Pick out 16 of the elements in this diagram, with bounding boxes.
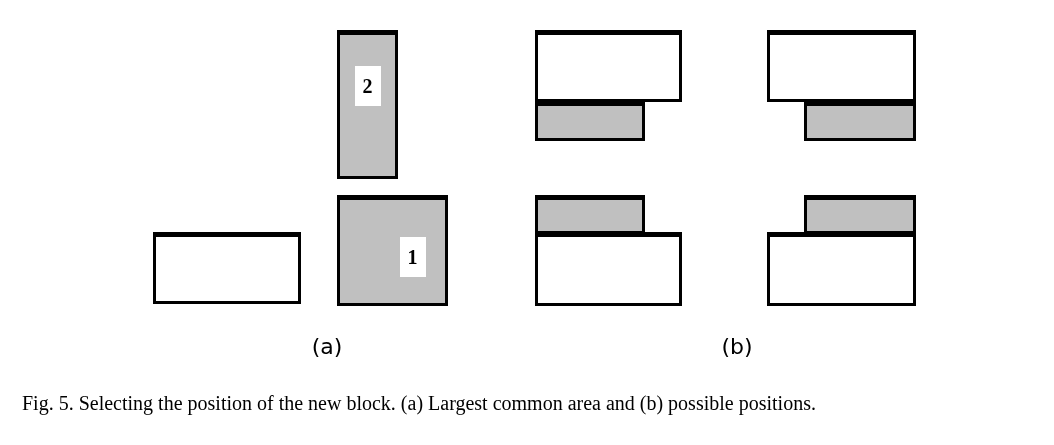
block-rect bbox=[337, 195, 448, 306]
block-rect bbox=[767, 30, 916, 102]
block-rect bbox=[767, 232, 916, 306]
block-rect bbox=[535, 101, 645, 141]
block-rect bbox=[153, 232, 301, 304]
block-number: 2 bbox=[354, 65, 381, 106]
block-number: 1 bbox=[399, 236, 426, 277]
block-rect bbox=[535, 232, 682, 306]
block-rect bbox=[535, 195, 645, 234]
block-rect bbox=[535, 30, 682, 102]
block-rect bbox=[337, 30, 398, 179]
panel-label: (b) bbox=[721, 334, 753, 359]
panel-label: (a) bbox=[311, 334, 343, 359]
block-rect bbox=[804, 101, 916, 141]
block-rect bbox=[804, 195, 916, 234]
figure-caption: Fig. 5. Selecting the position of the new block. (a) Largest common area and (b) possible positions. bbox=[22, 392, 817, 415]
